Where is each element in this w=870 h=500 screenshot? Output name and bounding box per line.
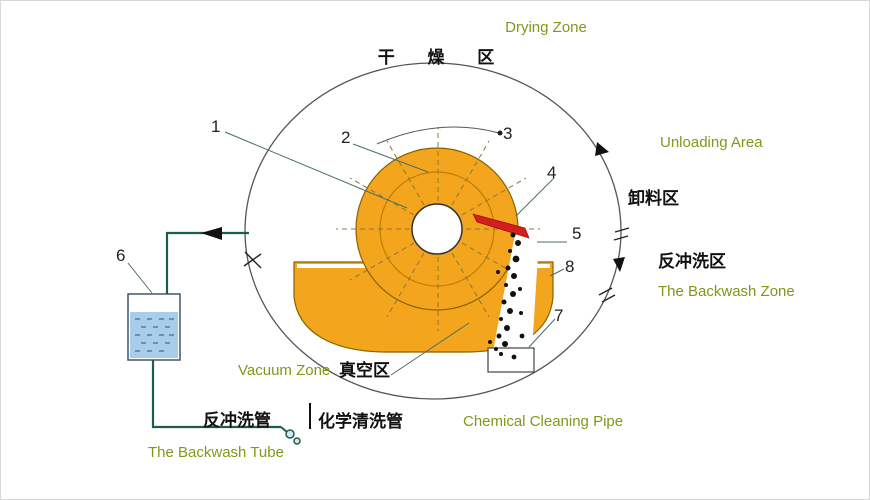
- label-backwash-tube-zh: 反冲洗管: [203, 410, 271, 430]
- callout-6: 6: [116, 246, 125, 265]
- label-backwash-zone-zh: 反冲洗区: [658, 251, 726, 271]
- label-unloading-area-zh: 卸料区: [628, 188, 679, 208]
- rotation-arc: [376, 126, 500, 145]
- label-unloading-area-en: Unloading Area: [660, 134, 763, 151]
- callout-2: 2: [341, 128, 350, 147]
- collection-box: [487, 347, 535, 373]
- vacuum-pipe: [165, 231, 249, 294]
- arc-end-dot: [497, 130, 503, 136]
- callout-8: 8: [565, 257, 574, 276]
- callout-7: 7: [554, 306, 563, 325]
- label-chemical-pipe-zh: 化学清洗管: [318, 411, 403, 431]
- rotation-arrow-top-right: [595, 142, 609, 156]
- label-backwash-zone-en: The Backwash Zone: [658, 283, 795, 300]
- label-chemical-pipe-en: Chemical Cleaning Pipe: [463, 413, 623, 430]
- label-drying-zone-zh: 干 燥 区: [378, 48, 508, 67]
- callout-5: 5: [572, 224, 581, 243]
- discharge-channel: [493, 234, 539, 351]
- discharged-solids-dots: [488, 232, 525, 360]
- label-vacuum-zone-zh: 真空区: [339, 360, 390, 380]
- rotation-arrow-right: [613, 257, 625, 272]
- callout-1: 1: [211, 117, 220, 136]
- flow-arrow-left: [201, 227, 222, 240]
- backwash-pump: [280, 426, 301, 445]
- callout-4: 4: [547, 163, 556, 182]
- callout-leader-lines: [127, 131, 567, 376]
- liquid-hatch-marks: [135, 318, 174, 352]
- label-vacuum-zone-en: Vacuum Zone: [238, 362, 330, 379]
- radial-segment-lines: [336, 127, 540, 331]
- callout-3: 3: [503, 124, 512, 143]
- label-drying-zone-en: Drying Zone: [505, 19, 587, 36]
- backwash-tube-pipe: [151, 360, 281, 429]
- label-backwash-tube-en: The Backwash Tube: [148, 444, 284, 461]
- filtrate-tank: [127, 293, 181, 361]
- zone-boundary-marks: [243, 142, 630, 303]
- scraper-blade: [472, 213, 530, 239]
- rotor-hub: [411, 203, 463, 255]
